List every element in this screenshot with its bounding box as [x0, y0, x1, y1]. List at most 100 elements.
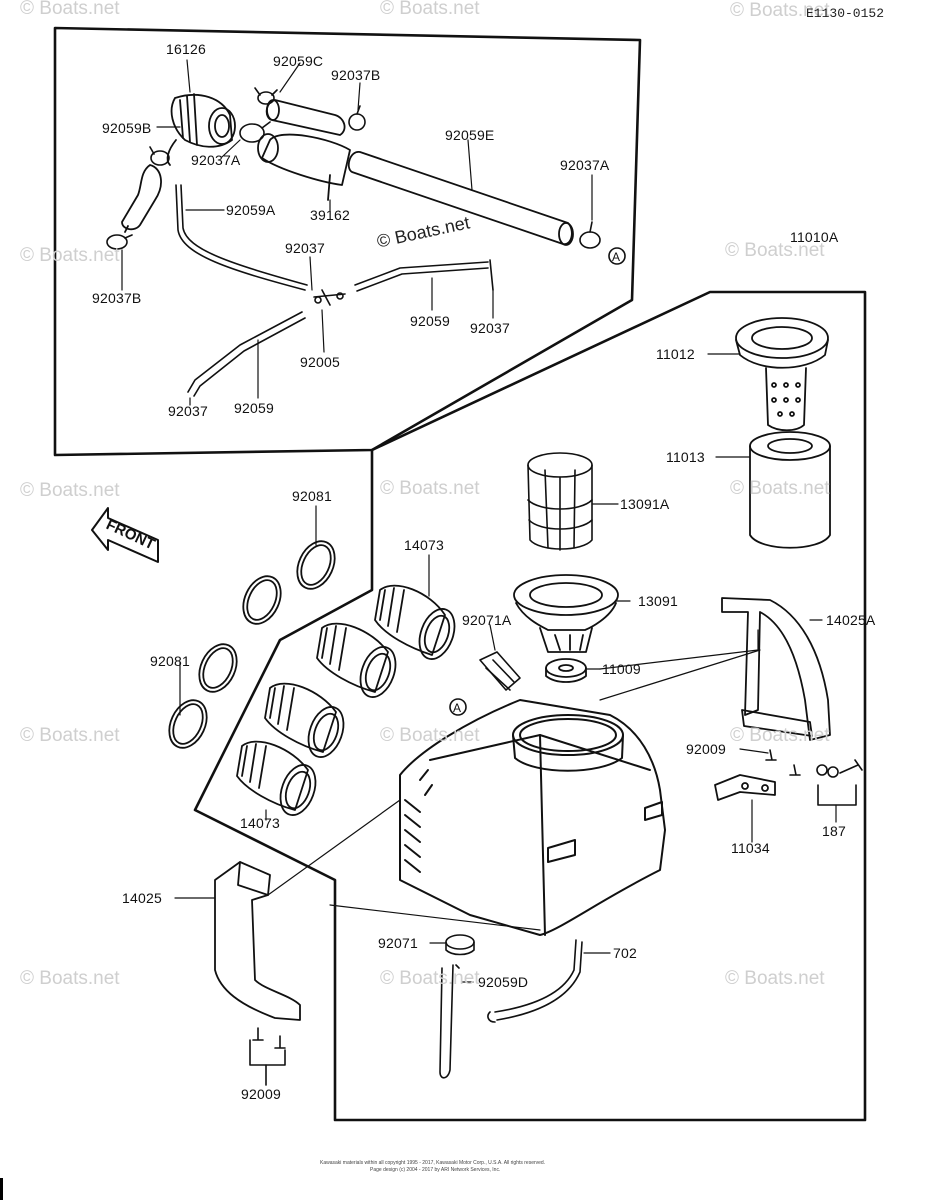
part-label-92005: 92005 — [300, 354, 340, 370]
leader-lines-lower — [174, 353, 837, 983]
o-ring-92081-left — [168, 643, 238, 749]
hose-92059E — [347, 151, 574, 246]
hose-702 — [487, 939, 583, 1023]
part-label-11010A: 11010A — [790, 229, 839, 245]
part-label-92081-left: 92081 — [150, 653, 190, 669]
watermark: © Boats.net — [20, 968, 120, 989]
watermark: © Boats.net — [725, 240, 825, 261]
watermark: © Boats.net — [380, 725, 480, 746]
part-label-92009-bottom: 92009 — [241, 1086, 281, 1102]
hose-92059B — [121, 164, 162, 233]
part-label-92037B-left: 92037B — [92, 290, 142, 306]
part-label-92009-right: 92009 — [686, 741, 726, 757]
footer-page-design: Page design (c) 2004 - 2017 by ARI Netwo… — [370, 1167, 501, 1173]
duct-14073-4 — [236, 740, 317, 816]
part-label-92037A-right: 92037A — [560, 157, 610, 173]
part-label-92037B-top: 92037B — [331, 67, 381, 83]
part-label-92059D: 92059D — [478, 974, 529, 990]
part-label-39162: 39162 — [310, 207, 350, 223]
watermark: © Boats.net — [20, 245, 120, 266]
watermark: © Boats.net — [730, 0, 830, 21]
bracket-11034 — [714, 774, 776, 801]
main-assembly-frame — [193, 290, 867, 1122]
leader-lines-upper — [121, 59, 593, 406]
clamp-top-left — [254, 87, 278, 105]
washer-11009 — [545, 658, 587, 683]
part-label-92071A: 92071A — [462, 612, 512, 628]
elbow-16126 — [166, 93, 236, 166]
part-label-11012: 11012 — [656, 346, 695, 362]
clamp-upper-left — [149, 146, 170, 166]
part-label-92081-top: 92081 — [292, 488, 332, 504]
part-label-92037-bottom: 92037 — [168, 403, 208, 419]
part-label-702: 702 — [613, 945, 637, 961]
filter-element-11013 — [749, 431, 831, 549]
part-label-11034: 11034 — [731, 840, 770, 856]
shield-14025 — [214, 861, 301, 1021]
clamp-92037A-right — [579, 221, 601, 249]
grommet-92071A — [479, 651, 521, 691]
footer-copyright: Kawasaki materials within all copyright … — [320, 1160, 546, 1166]
part-label-187: 187 — [822, 823, 846, 839]
clamp-92037B-left — [106, 234, 133, 250]
part-label-92059C: 92059C — [273, 53, 324, 69]
watermark: © Boats.net — [20, 480, 120, 501]
duct-14073-3 — [264, 682, 345, 758]
part-label-14025: 14025 — [122, 890, 162, 906]
hose-92059D — [439, 964, 460, 1079]
left-edge-marker — [0, 1178, 3, 1200]
duct-14073-2 — [316, 622, 397, 698]
bolt-set-187 — [816, 759, 863, 806]
part-label-14073-top: 14073 — [404, 537, 444, 553]
front-arrow — [91, 507, 159, 563]
tube-92059-right — [354, 259, 494, 292]
screws-92009-bottom — [249, 1027, 286, 1086]
part-label-92059A: 92059A — [226, 202, 276, 218]
watermark: © Boats.net — [380, 0, 480, 19]
o-ring-92081-top — [242, 540, 336, 625]
part-label-14073-bottom: 14073 — [240, 815, 280, 831]
part-label-92059E: 92059E — [445, 127, 495, 143]
diagram-code: E1130-0152 — [806, 6, 885, 21]
part-label-14025A: 14025A — [826, 612, 876, 628]
screws-92009-right — [765, 749, 801, 776]
funnel-13091 — [513, 574, 619, 653]
watermark: © Boats.net — [730, 725, 830, 746]
clamp-92037A-left — [239, 121, 271, 143]
ref-marker-A-top-label: A — [612, 250, 620, 264]
air-box-body — [399, 699, 666, 936]
watermark: © Boats.net — [725, 968, 825, 989]
watermark: © Boats.net — [380, 478, 480, 499]
tee-fitting-92005 — [313, 289, 346, 306]
part-label-11009: 11009 — [602, 661, 641, 677]
part-label-11013: 11013 — [666, 449, 705, 465]
part-label-13091A: 13091A — [620, 496, 670, 512]
clamp-92037B-top — [348, 105, 366, 131]
watermark: © Boats.net — [380, 968, 480, 989]
part-label-13091: 13091 — [638, 593, 678, 609]
screen-13091A — [527, 452, 593, 551]
part-label-92037-mid: 92037 — [285, 240, 325, 256]
ref-marker-A-bottom — [449, 698, 467, 716]
upper-assembly-frame — [53, 26, 642, 457]
part-label-92059-right: 92059 — [410, 313, 450, 329]
part-label-92071: 92071 — [378, 935, 418, 951]
grommet-92071 — [445, 934, 475, 956]
part-label-92037-right: 92037 — [470, 320, 510, 336]
watermark: © Boats.net — [20, 0, 120, 19]
part-label-92059B: 92059B — [102, 120, 152, 136]
ref-marker-A-bottom-label: A — [453, 701, 461, 715]
watermark: © Boats.net — [730, 478, 830, 499]
hose-92059C — [265, 99, 346, 136]
filler-cap-11012 — [735, 317, 829, 432]
part-label-92037A-left: 92037A — [191, 152, 241, 168]
muffler-39162 — [257, 133, 351, 201]
watermark: © Boats.net — [20, 725, 120, 746]
tube-92059-bottom — [187, 311, 306, 397]
bracket-14025A — [721, 597, 831, 741]
tube-92059A — [175, 184, 308, 291]
ref-marker-A-top — [608, 247, 626, 265]
part-label-92059-bottom: 92059 — [234, 400, 274, 416]
duct-14073-1 — [374, 584, 456, 660]
